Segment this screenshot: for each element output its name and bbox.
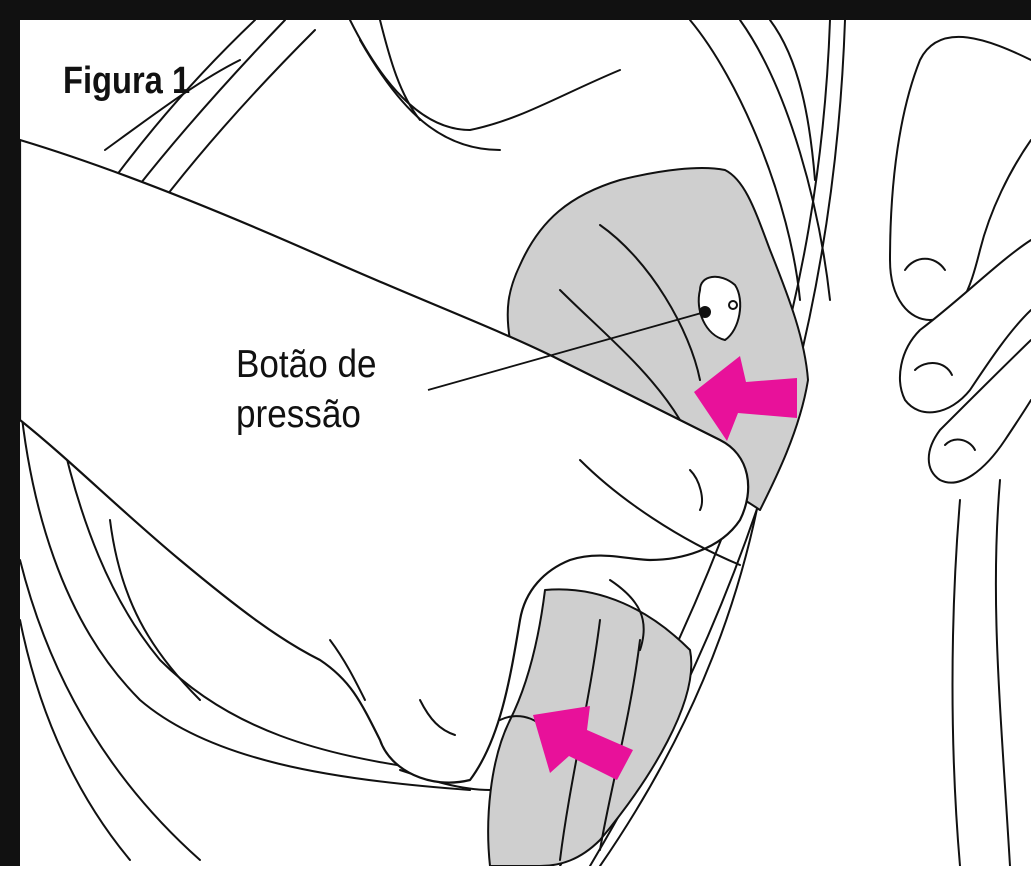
figure-title: Figura 1 [63,60,191,102]
callout-line-1: Botão de [236,343,377,386]
callout-leader-line [427,311,706,391]
arrow-icon [533,356,797,780]
callout-line-2: pressão [236,393,361,436]
hand-icon [18,138,750,784]
push-button-label: Botão de pressão [236,340,377,440]
right-hand-fingers [889,36,1031,867]
